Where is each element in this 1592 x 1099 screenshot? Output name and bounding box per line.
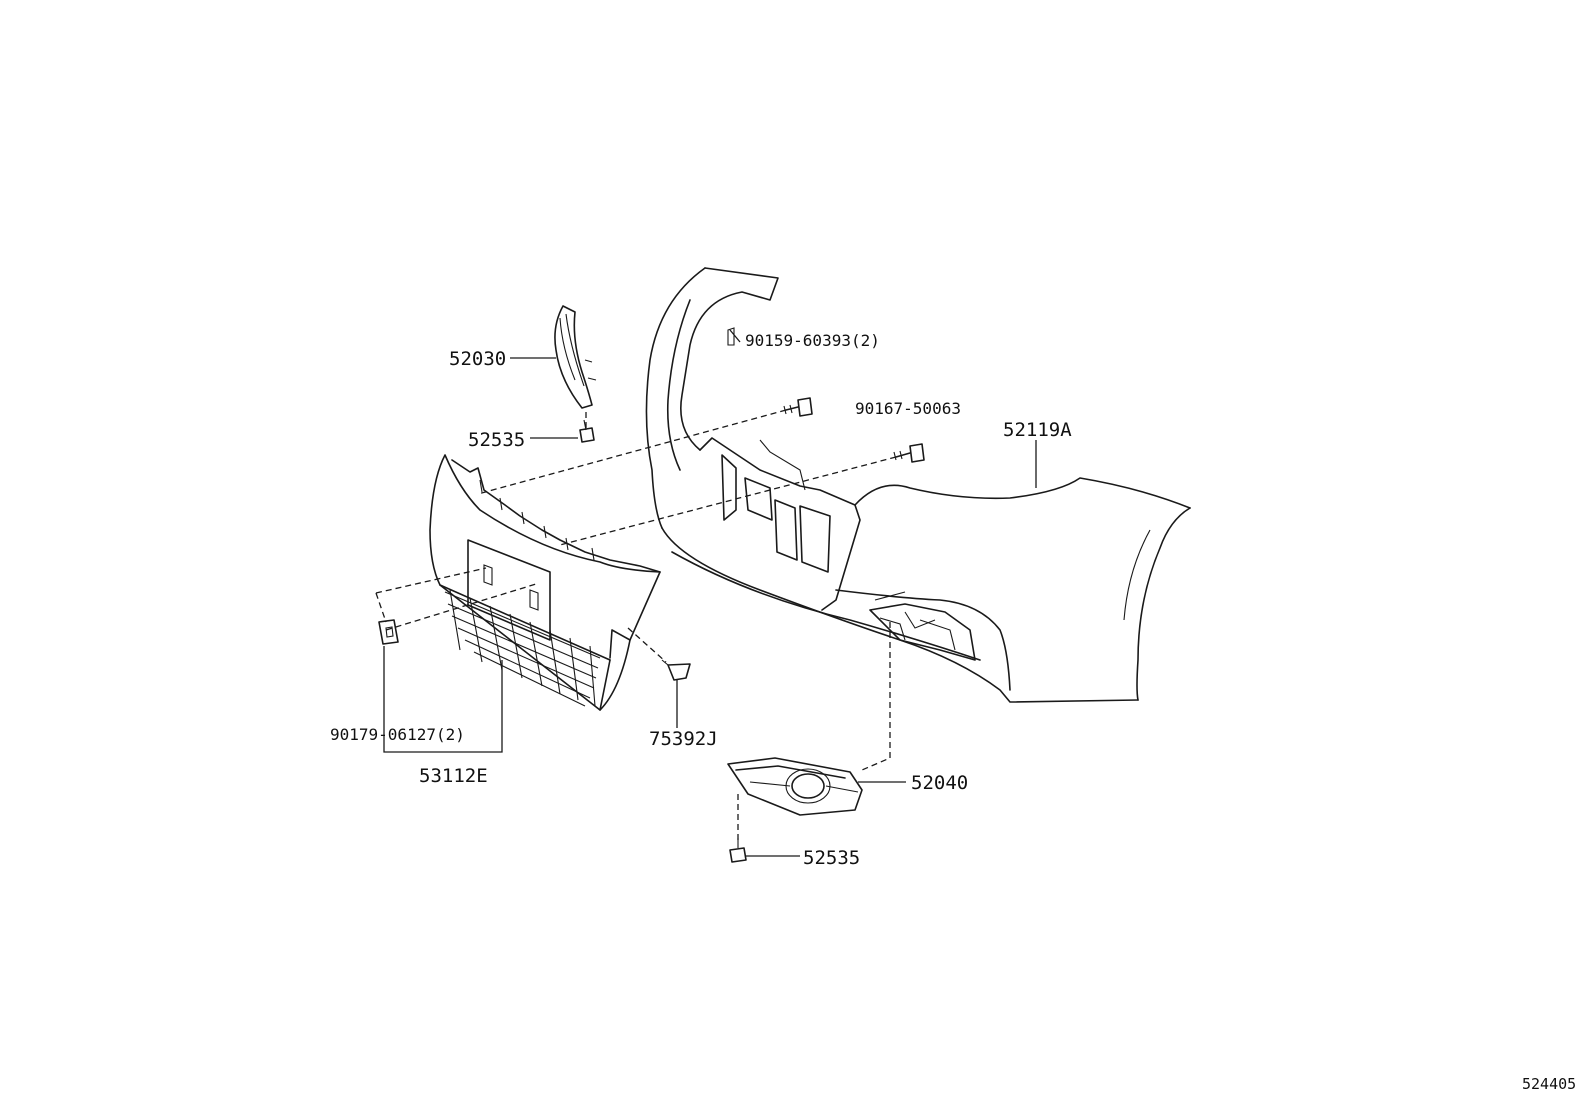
clip-52535-top[interactable] — [579, 419, 595, 443]
bumper-cover-52119a[interactable] — [645, 267, 1191, 703]
illustration-number: 524405 — [1522, 1075, 1576, 1093]
leader-lines — [383, 329, 1037, 857]
callout-53112e: 53112E — [419, 765, 488, 787]
callout-52535-bottom: 52535 — [803, 847, 860, 869]
callout-90167-50063: 90167-50063 — [855, 399, 961, 418]
grille-53112e[interactable] — [429, 454, 661, 711]
callout-52030: 52030 — [449, 348, 506, 370]
grille-mesh — [444, 589, 601, 707]
clip-52535-bottom[interactable] — [729, 838, 747, 863]
molding-52030[interactable] — [554, 305, 597, 409]
callout-52535-top: 52535 — [468, 429, 525, 451]
callout-90159-60393: 90159-60393(2) — [745, 331, 880, 350]
callout-75392j: 75392J — [649, 728, 718, 750]
callout-90179-06127: 90179-06127(2) — [330, 725, 465, 744]
callout-52040: 52040 — [911, 772, 968, 794]
assembly-lines — [375, 409, 897, 840]
callout-52119a: 52119A — [1003, 419, 1072, 441]
screw-75392j[interactable] — [661, 659, 691, 681]
bolt-90167-50063[interactable] — [893, 443, 925, 463]
fog-lamp-cover-52040[interactable] — [727, 757, 863, 816]
nut-90179-06127[interactable] — [378, 619, 399, 645]
